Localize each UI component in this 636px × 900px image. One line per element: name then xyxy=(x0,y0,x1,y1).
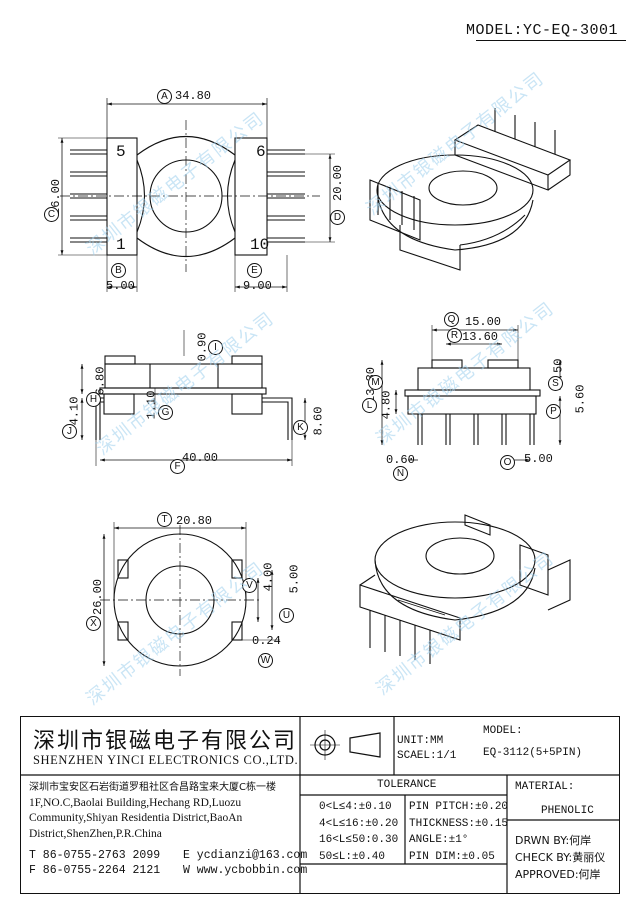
dim-letter-h: H xyxy=(86,392,101,407)
dim-letter-p: P xyxy=(546,404,561,419)
iso-view-top xyxy=(369,108,572,271)
title-block: 深圳市银磁电子有限公司 SHENZHEN YINCI ELECTRONICS C… xyxy=(20,716,620,894)
end-view xyxy=(380,325,562,462)
dim-x-value: 26.00 xyxy=(91,578,106,616)
bottom-view xyxy=(100,522,280,676)
dim-q-value: 15.00 xyxy=(465,315,502,329)
pin-tolerance-row: THICKNESS:±0.15 xyxy=(409,817,509,830)
dim-letter-j: J xyxy=(62,424,77,439)
title-block-grid xyxy=(20,716,620,894)
top-view xyxy=(58,98,335,292)
dim-letter-a: A xyxy=(157,89,172,104)
dim-e-value: 9.00 xyxy=(243,279,272,293)
dim-letter-c: C xyxy=(44,207,59,222)
company-address: 深圳市宝安区石岩街道罗租社区合昌路宝来大厦C栋一楼 1F,NO.C,Baolai… xyxy=(29,780,304,842)
dim-letter-o: O xyxy=(500,455,515,470)
tolerance-row: 0<L≤4:±0.10 xyxy=(319,801,392,813)
dim-letter-l: L xyxy=(362,398,377,413)
address-en-2: Community,Shiyan Residentia District,Bao… xyxy=(29,812,243,824)
dim-u-value: 5.00 xyxy=(287,564,302,594)
phone-fax: T 86-0755-2763 2099 F 86-0755-2264 2121 xyxy=(29,849,160,878)
company-name-cn: 深圳市银磁电子有限公司 xyxy=(33,729,298,754)
dim-letter-q: Q xyxy=(444,312,459,327)
dim-letter-m: M xyxy=(368,375,383,390)
dim-letter-w: W xyxy=(258,653,273,668)
tolerance-title: TOLERANCE xyxy=(377,779,437,791)
pin-tolerance-row: PIN PITCH:±0.20 xyxy=(409,801,509,813)
tolerance-list: 0<L≤4:±0.10 4<L≤16:±0.20 16<L≤50:0.30 50… xyxy=(319,799,398,865)
drawn-by: DRWN BY:何岸 xyxy=(515,834,592,847)
dim-o-value: 5.00 xyxy=(524,452,553,466)
dim-t-value: 20.80 xyxy=(176,514,213,528)
dim-n-value: 0.60 xyxy=(386,453,415,467)
fax: F 86-0755-2264 2121 xyxy=(29,863,161,877)
dim-k-value: 8.60 xyxy=(311,406,326,436)
dim-letter-d: D xyxy=(330,210,345,225)
dim-p-value: 5.60 xyxy=(573,384,588,414)
dim-r-value: 13.60 xyxy=(462,330,499,344)
tolerance-row: 4<L≤16:±0.20 xyxy=(319,817,399,830)
side-view xyxy=(80,330,307,466)
approved-by: APPROVED:何岸 xyxy=(515,868,601,881)
tolerance-row: 16<L≤50:0.30 xyxy=(319,834,399,846)
dim-h-value: 6.80 xyxy=(93,366,108,396)
dim-j-value: 4.10 xyxy=(67,396,82,426)
dim-a-value: 34.80 xyxy=(175,89,212,103)
dim-letter-g: G xyxy=(158,405,173,420)
dim-letter-u: U xyxy=(279,608,294,623)
pin-tolerance-row: ANGLE:±1° xyxy=(409,834,469,846)
dim-letter-v: V xyxy=(242,578,257,593)
phone: T 86-0755-2763 2099 xyxy=(29,849,161,862)
company-name-en: SHENZHEN YINCI ELECTRONICS CO.,LTD. xyxy=(33,753,299,767)
dim-letter-b: B xyxy=(111,263,126,278)
dim-w-value: 0.24 xyxy=(252,634,281,648)
dim-letter-f: F xyxy=(170,459,185,474)
pin-5-label: 5 xyxy=(116,143,126,161)
dim-letter-x: X xyxy=(86,616,101,631)
pin-10-label: 10 xyxy=(250,236,270,254)
scale-label: SCAEL:1/1 xyxy=(397,750,457,762)
model-value: EQ-3112(5+5PIN) xyxy=(483,747,583,759)
email: E ycdianzi@163.com xyxy=(183,849,308,862)
iso-view-bottom xyxy=(359,514,571,664)
website: W www.ycbobbin.com xyxy=(183,863,308,877)
dim-letter-k: K xyxy=(293,420,308,435)
material-label: MATERIAL: xyxy=(515,781,575,793)
pin-tolerance-row: PIN DIM:±0.05 xyxy=(409,850,495,863)
dim-letter-t: T xyxy=(157,512,172,527)
unit-label: UNIT:MM xyxy=(397,735,444,747)
dim-letter-e: E xyxy=(247,263,262,278)
model-header: MODEL:YC-EQ-3001 xyxy=(465,22,618,39)
dim-letter-r: R xyxy=(447,328,462,343)
dim-f-value: 40.00 xyxy=(182,451,219,465)
dim-b-value: 5.00 xyxy=(106,279,135,293)
address-en-3: District,ShenZhen,P.R.China xyxy=(29,827,162,840)
material-value: PHENOLIC xyxy=(541,805,594,817)
model-label: MODEL: xyxy=(483,725,523,737)
pin-tolerance-list: PIN PITCH:±0.20 THICKNESS:±0.15 ANGLE:±1… xyxy=(409,799,508,865)
address-cn: 深圳市宝安区石岩街道罗租社区合昌路宝来大厦C栋一楼 xyxy=(29,782,276,793)
tolerance-row: 50≤L:±0.40 xyxy=(319,850,386,863)
model-header-underline xyxy=(476,40,626,41)
dim-d-value: 20.00 xyxy=(331,164,346,202)
dim-letter-i: I xyxy=(208,340,223,355)
checked-by: CHECK BY:黄丽仪 xyxy=(515,851,606,864)
address-en-1: 1F,NO.C,Baolai Building,Hechang RD,Luozu xyxy=(29,796,242,809)
dim-letter-s: S xyxy=(548,376,563,391)
pin-6-label: 6 xyxy=(256,143,266,161)
dim-letter-n: N xyxy=(393,466,408,481)
pin-1-label: 1 xyxy=(116,236,126,254)
email-web: E ycdianzi@163.com W www.ycbobbin.com xyxy=(183,849,307,878)
